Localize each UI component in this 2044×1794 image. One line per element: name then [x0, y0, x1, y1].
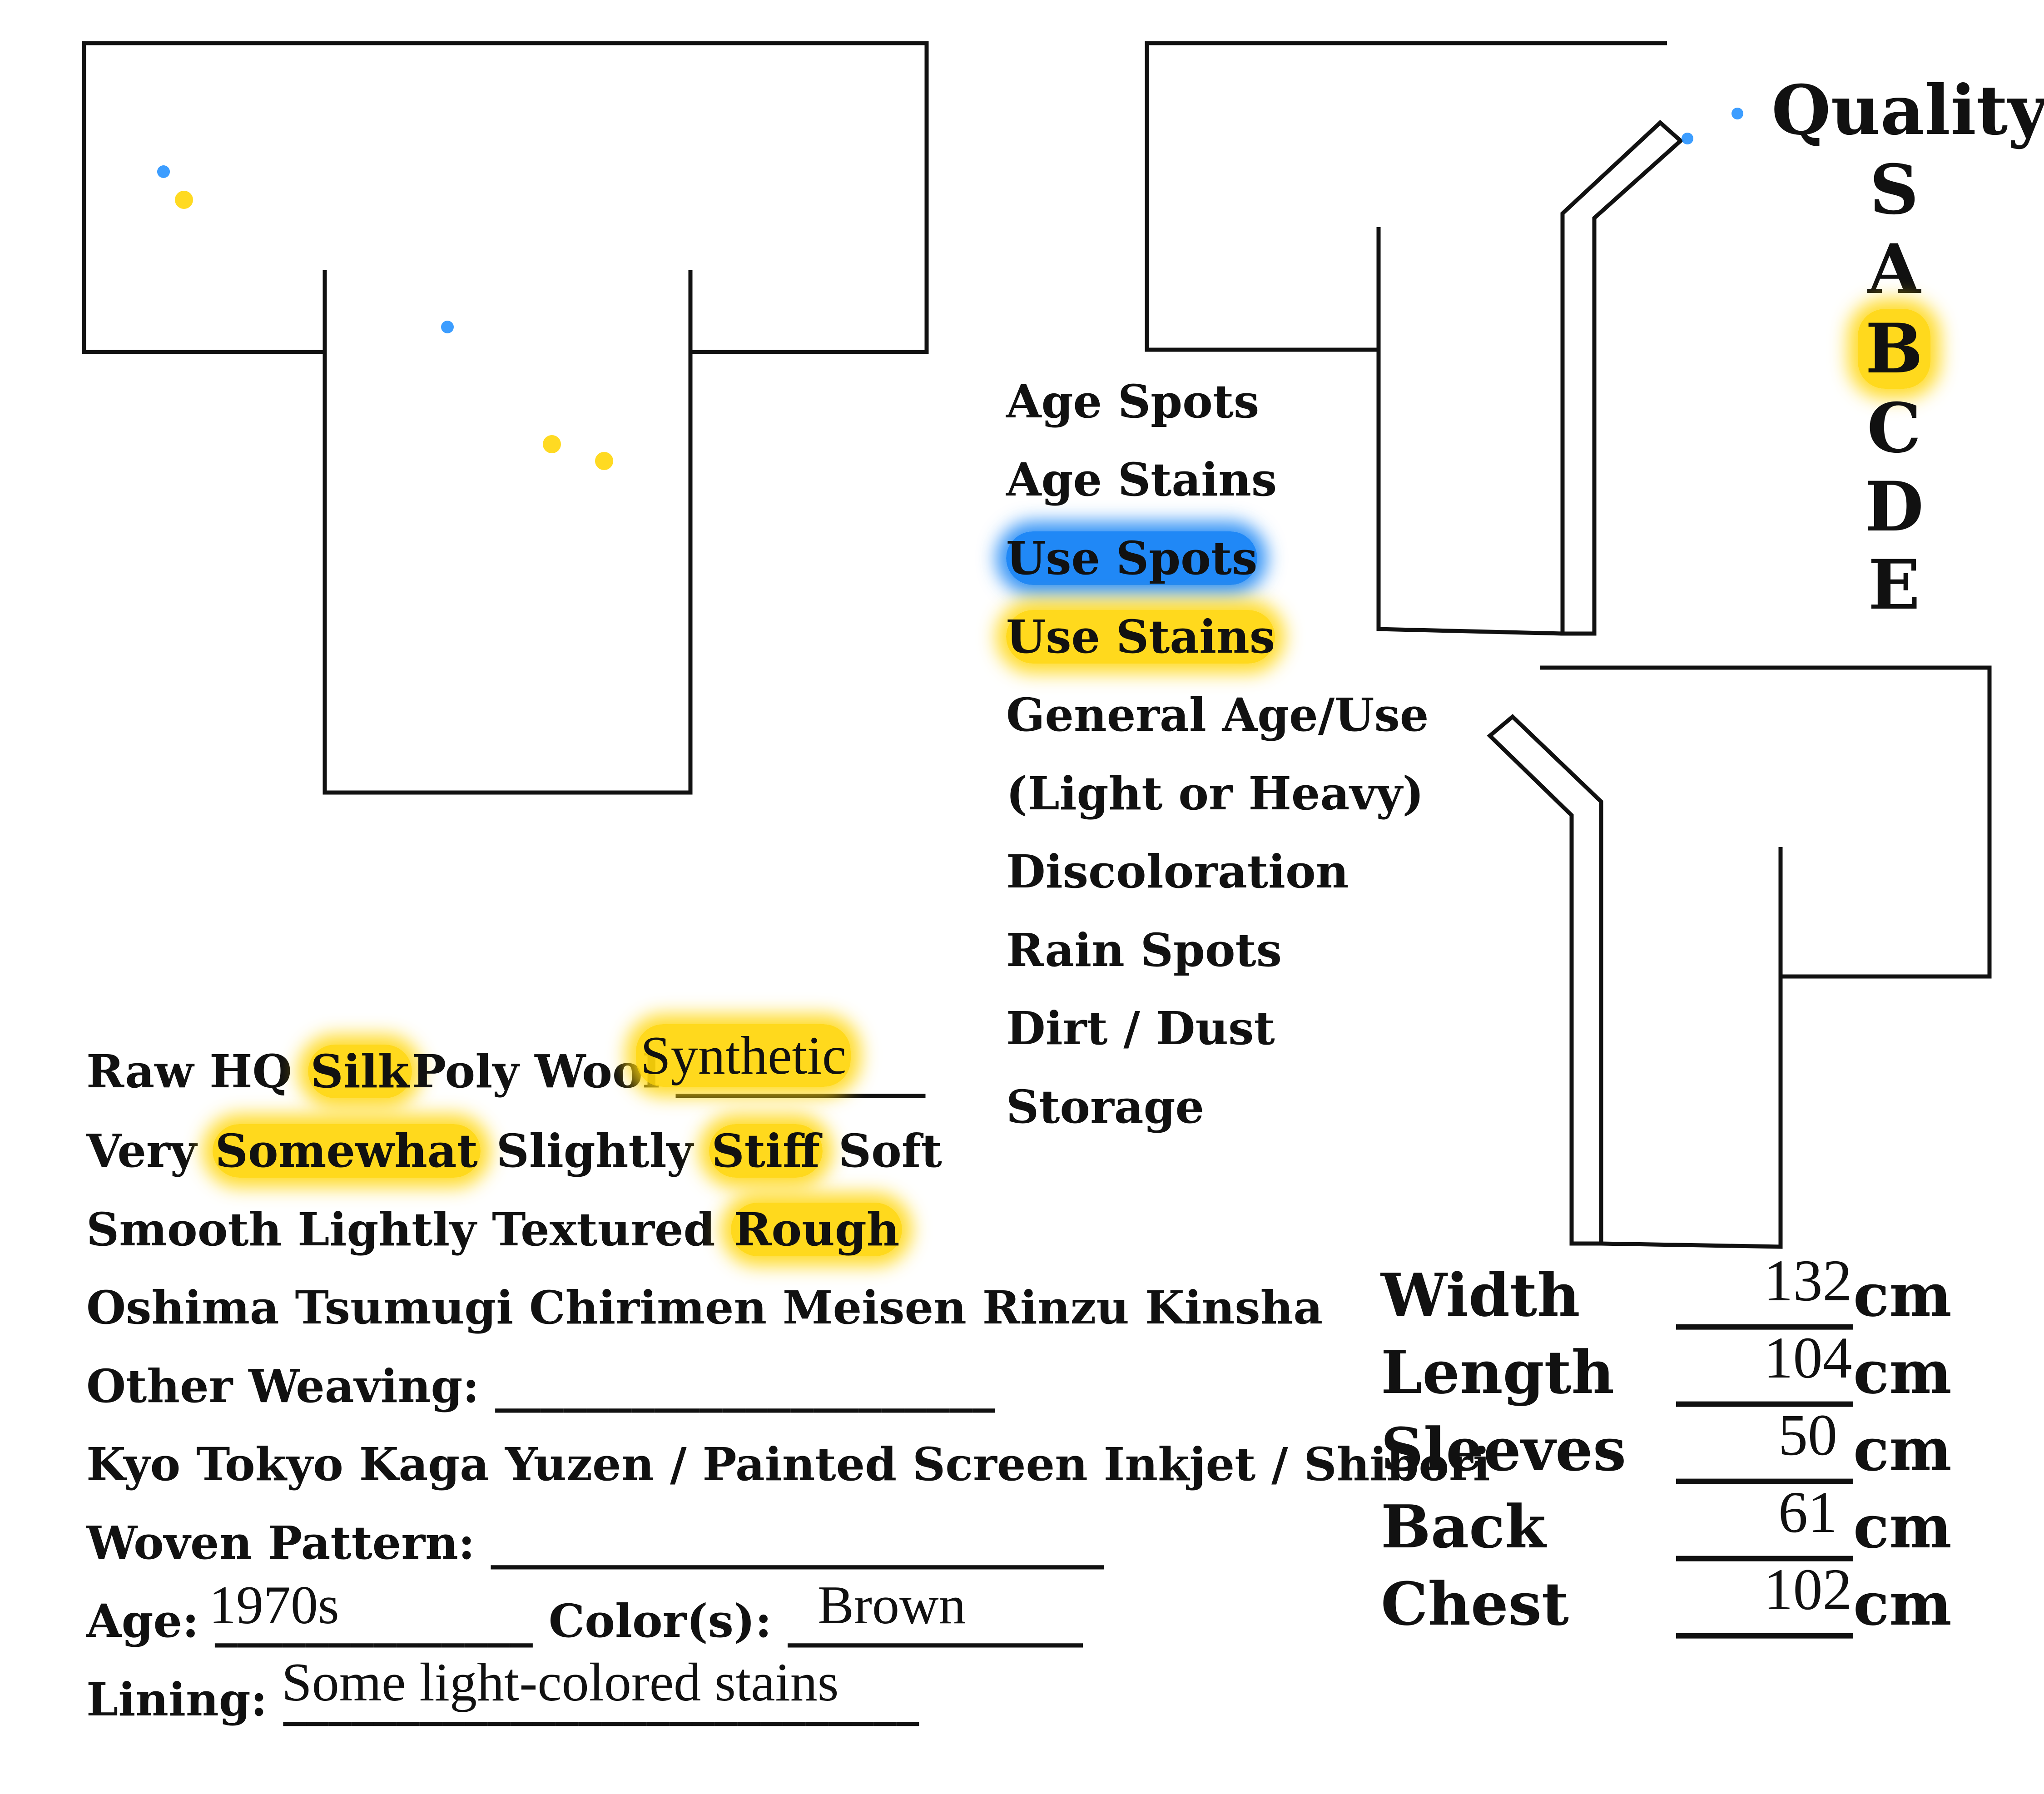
lining-blank: ____________________________ — [283, 1673, 919, 1726]
stiffness-soft: Soft — [838, 1124, 942, 1178]
material-other-value: Synthetic — [636, 1024, 851, 1087]
legend-use-stains: Use Stains — [1006, 610, 1275, 664]
measurement-back-label: Back — [1381, 1492, 1546, 1561]
stiffness-line: Very Somewhat Slightly Stiff Soft — [86, 1124, 942, 1178]
colors-value: Brown — [818, 1575, 966, 1635]
texture-line: Smooth Lightly Textured Rough — [86, 1203, 903, 1256]
texture-smooth: Smooth — [86, 1203, 282, 1256]
legend-age-stains: Age Stains — [1006, 453, 1277, 506]
measurement-sleeves-blank: ______ — [1676, 1415, 1853, 1484]
texture-lightly-textured: Lightly Textured — [298, 1203, 715, 1256]
lining-value: Some light-colored stains — [282, 1652, 839, 1712]
grade-b-selected: B — [1858, 309, 1930, 389]
measurement-length-value: 104 — [1763, 1325, 1852, 1391]
use-stain-mark — [543, 435, 561, 453]
measurement-back-unit: cm — [1853, 1492, 1952, 1561]
measurement-sleeves-value: 50 — [1778, 1402, 1837, 1468]
legend-general-age-use: General Age/Use — [1006, 688, 1429, 742]
age-value: 1970s — [209, 1575, 339, 1635]
material-poly: Poly — [412, 1045, 519, 1098]
material-hq: HQ — [209, 1045, 292, 1098]
grade-d: D — [1864, 467, 1924, 547]
measurement-sleeves-label: Sleeves — [1381, 1415, 1627, 1484]
kimono-side-right-collar — [1560, 119, 1684, 636]
measurement-width-label: Width — [1381, 1260, 1580, 1330]
kimono-side-left-outline — [1540, 665, 1992, 979]
measurement-width-unit: cm — [1853, 1260, 1952, 1330]
lining-label: Lining: — [86, 1673, 268, 1726]
dyeing-options: Kyo Tokyo Kaga Yuzen / Painted Screen In… — [86, 1437, 1490, 1491]
measurement-chest-unit: cm — [1853, 1569, 1952, 1639]
material-raw: Raw — [86, 1045, 194, 1098]
legend-discoloration: Discoloration — [1006, 845, 1349, 898]
kimono-side-right-outline — [1145, 41, 1667, 352]
use-spot-mark — [1731, 108, 1743, 119]
woven-pattern-label: Woven Pattern: — [86, 1516, 475, 1570]
measurement-chest-label: Chest — [1381, 1569, 1569, 1639]
stiffness-somewhat-selected: Somewhat — [212, 1124, 481, 1178]
measurement-sleeves-row: ______cm — [1676, 1415, 1952, 1484]
grade-s: S — [1869, 150, 1919, 230]
material-silk-selected: Silk — [308, 1045, 412, 1098]
use-stain-mark — [175, 191, 193, 209]
colors-blank: _____________ — [788, 1594, 1083, 1648]
measurement-chest-value: 102 — [1763, 1557, 1852, 1622]
measurement-sleeves-unit: cm — [1853, 1415, 1952, 1484]
age-label: Age: — [86, 1594, 199, 1648]
kimono-side-left-body — [1601, 847, 1783, 1249]
measurement-chest-row: ______cm — [1676, 1569, 1952, 1639]
legend-rain-spots: Rain Spots — [1006, 923, 1282, 977]
woven-pattern-blank: ___________________________ — [491, 1516, 1104, 1570]
weaving-options: Oshima Tsumugi Chirimen Meisen Rinzu Kin… — [86, 1281, 1323, 1334]
age-colors-line: Age: ______________ Color(s): __________… — [86, 1594, 1083, 1648]
legend-age-spots: Age Spots — [1006, 375, 1260, 428]
use-spot-mark — [441, 321, 454, 333]
age-blank: ______________ — [214, 1594, 533, 1648]
grade-c: C — [1867, 388, 1921, 468]
grade-a: A — [1867, 229, 1921, 309]
measurement-width-blank: ______ — [1676, 1260, 1853, 1330]
lining-line: Lining: ____________________________ — [86, 1673, 919, 1726]
measurement-length-blank: ______ — [1676, 1338, 1853, 1407]
measurement-back-blank: ______ — [1676, 1492, 1853, 1561]
stiffness-slightly: Slightly — [496, 1124, 693, 1178]
use-spot-mark — [1682, 133, 1693, 144]
legend-storage: Storage — [1006, 1080, 1205, 1134]
stiffness-very: Very — [86, 1124, 197, 1178]
kimono-side-right-body — [1376, 227, 1563, 636]
texture-rough-selected: Rough — [731, 1203, 903, 1256]
damage-marks — [157, 108, 1743, 470]
kimono-front-outline — [322, 270, 693, 795]
kimono-front-shoulders — [82, 41, 929, 354]
measurement-width-row: ______cm — [1676, 1260, 1952, 1330]
other-weaving-blank: ______________________ — [495, 1359, 995, 1413]
measurement-back-row: ______cm — [1676, 1492, 1952, 1561]
measurement-length-label: Length — [1381, 1338, 1615, 1407]
kimono-side-left-collar — [1487, 714, 1603, 1246]
quality-title: Quality — [1771, 70, 2044, 150]
measurement-length-row: ______cm — [1676, 1338, 1952, 1407]
measurement-back-value: 61 — [1778, 1480, 1837, 1545]
woven-pattern-line: Woven Pattern: _________________________… — [86, 1516, 1104, 1570]
legend-light-or-heavy: (Light or Heavy) — [1006, 767, 1424, 820]
stiffness-stiff-selected: Stiff — [709, 1124, 823, 1178]
colors-label: Color(s): — [548, 1594, 772, 1648]
legend-dirt-dust: Dirt / Dust — [1006, 1001, 1275, 1055]
use-stain-mark — [595, 452, 613, 470]
measurement-chest-blank: ______ — [1676, 1569, 1853, 1639]
measurement-length-unit: cm — [1853, 1338, 1952, 1407]
use-spot-mark — [157, 165, 170, 178]
other-weaving-label: Other Weaving: — [86, 1359, 480, 1413]
other-weaving-line: Other Weaving: ______________________ — [86, 1359, 995, 1413]
measurement-width-value: 132 — [1763, 1248, 1852, 1313]
grade-e: E — [1868, 545, 1920, 625]
legend-use-spots: Use Spots — [1006, 531, 1258, 585]
